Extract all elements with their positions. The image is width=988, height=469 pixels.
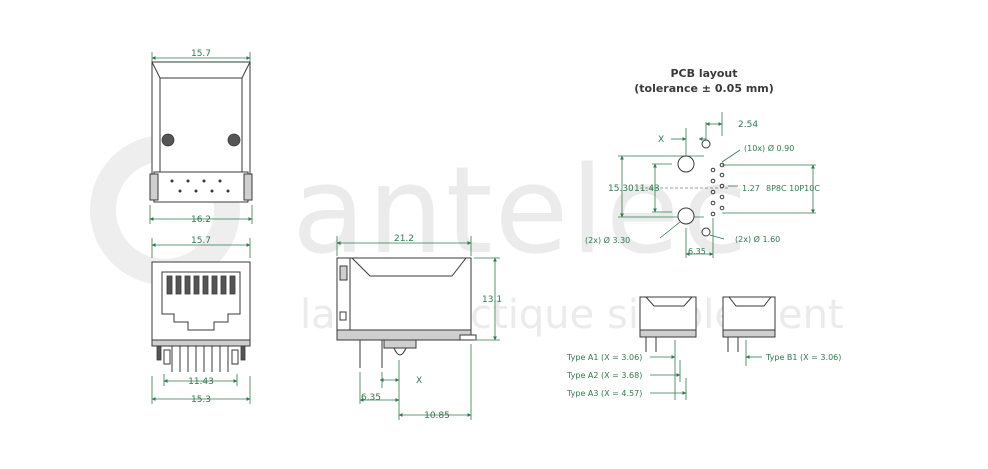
top-view-width-bottom: 16.2: [191, 215, 211, 225]
rj45-contacts: [166, 275, 236, 295]
pcb-hole-small-callout: (10x) Ø 0.90: [744, 143, 794, 153]
top-view-width-top: 15.7: [191, 49, 211, 59]
pcb-config: 8P8C 10P10C: [766, 184, 820, 193]
side-view-x-label: X: [416, 376, 422, 386]
pcb-pitch: 1.27: [742, 184, 760, 193]
type-b-profile: [722, 296, 776, 366]
pcb-height-inner: 11.43: [634, 184, 660, 194]
pcb-big-hole-callout: (2x) Ø 3.30: [585, 235, 630, 245]
pcb-big-hole-top: [677, 155, 695, 173]
front-view: 15.7 11.43 15.3: [151, 236, 251, 405]
side-view-height: 13.1: [482, 295, 502, 305]
pcb-mid-hole-bottom: [701, 227, 711, 237]
latch-right: [227, 133, 241, 147]
pcb-mid-hole-top: [701, 139, 711, 149]
front-view-width-top: 15.7: [191, 236, 211, 246]
type-a1-label: Type A1 (X = 3.06): [566, 353, 642, 362]
front-view-pins: [156, 345, 246, 372]
pcb-height-outer: 15.30: [608, 184, 634, 194]
rj45-opening: [161, 271, 241, 331]
pcb-big-hole-bottom: [677, 207, 695, 225]
side-view: 21.2 13.1 X 6.35 10.85: [336, 234, 502, 421]
side-view-length: 21.2: [394, 234, 414, 244]
side-view-pin-offset: 6.35: [361, 393, 381, 403]
front-view-width-bottom: 15.3: [191, 395, 211, 405]
type-a3-label: Type A3 (X = 4.57): [566, 389, 642, 398]
type-a-profile: [639, 296, 697, 400]
pcb-layout: PCB layout (tolerance ± 0.05 mm) X 2.54 …: [585, 67, 820, 258]
pcb-mid-hole-callout: (2x) Ø 1.60: [735, 234, 780, 244]
side-view-depth: 10.85: [424, 411, 450, 421]
latch-left: [161, 133, 175, 147]
pcb-pitch-top: 2.54: [738, 120, 758, 130]
pcb-title: PCB layout: [670, 67, 737, 80]
front-view-pin-span: 11.43: [188, 377, 214, 387]
type-a2-label: Type A2 (X = 3.68): [566, 371, 642, 380]
pcb-pin-holes: [710, 162, 725, 217]
pcb-x-label: X: [658, 135, 664, 145]
top-view-pins: [170, 179, 230, 193]
type-b1-label: Type B1 (X = 3.06): [765, 353, 841, 362]
top-view: 15.7 16.2: [149, 49, 253, 225]
pcb-tolerance: (tolerance ± 0.05 mm): [634, 82, 774, 95]
pcb-offset: 6.35: [688, 247, 706, 256]
